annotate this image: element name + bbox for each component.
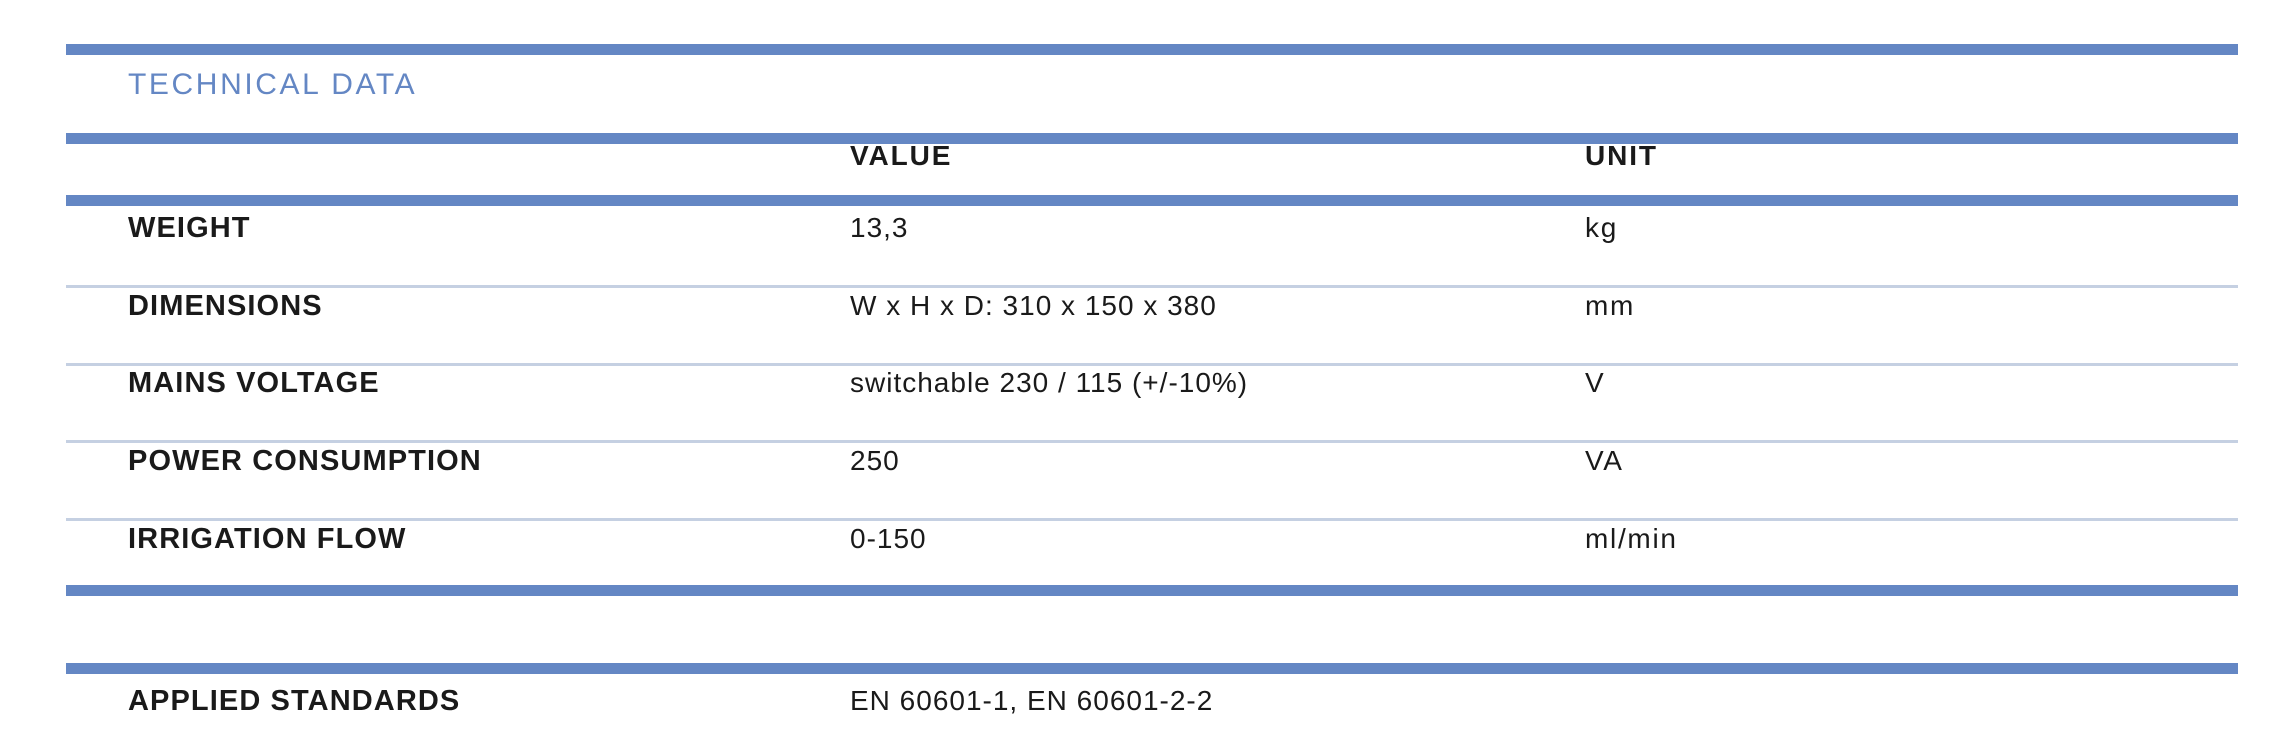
row-label: IRRIGATION FLOW: [128, 523, 407, 555]
row-separator: [66, 518, 2238, 521]
row-value: 250: [850, 445, 900, 476]
table-row: MAINS VOLTAGE switchable 230 / 115 (+/-1…: [0, 367, 2286, 445]
table-row: POWER CONSUMPTION 250 VA: [0, 445, 2286, 523]
table-header-row: VALUE UNIT: [0, 140, 2286, 218]
rule-table-bottom: [66, 585, 2238, 596]
standards-label: APPLIED STANDARDS: [128, 685, 461, 717]
rule-under-column-headers: [66, 195, 2238, 206]
table-row: DIMENSIONS W x H x D: 310 x 150 x 380 mm: [0, 290, 2286, 368]
row-unit: V: [1585, 367, 1606, 398]
standards-row: APPLIED STANDARDS EN 60601-1, EN 60601-2…: [0, 685, 2286, 748]
row-value: W x H x D: 310 x 150 x 380: [850, 290, 1217, 321]
row-separator: [66, 363, 2238, 366]
row-value: 13,3: [850, 212, 909, 243]
row-unit: ml/min: [1585, 523, 1678, 554]
column-header-value: VALUE: [850, 140, 953, 171]
row-label: DIMENSIONS: [128, 290, 323, 322]
row-label: MAINS VOLTAGE: [128, 367, 380, 399]
page-title: TECHNICAL DATA: [128, 68, 418, 101]
row-separator: [66, 285, 2238, 288]
row-value: 0-150: [850, 523, 927, 554]
row-label: WEIGHT: [128, 212, 251, 244]
row-separator: [66, 440, 2238, 443]
row-value: switchable 230 / 115 (+/-10%): [850, 367, 1249, 398]
rule-under-heading: [66, 133, 2238, 144]
row-unit: mm: [1585, 290, 1636, 321]
standards-value: EN 60601-1, EN 60601-2-2: [850, 685, 1214, 716]
row-label: POWER CONSUMPTION: [128, 445, 482, 477]
rule-standards-top: [66, 663, 2238, 674]
row-unit: VA: [1585, 445, 1624, 476]
column-header-unit: UNIT: [1585, 140, 1658, 171]
table-row: IRRIGATION FLOW 0-150 ml/min: [0, 523, 2286, 601]
row-unit: kg: [1585, 212, 1618, 243]
rule-top: [66, 44, 2238, 55]
table-row: WEIGHT 13,3 kg: [0, 212, 2286, 290]
